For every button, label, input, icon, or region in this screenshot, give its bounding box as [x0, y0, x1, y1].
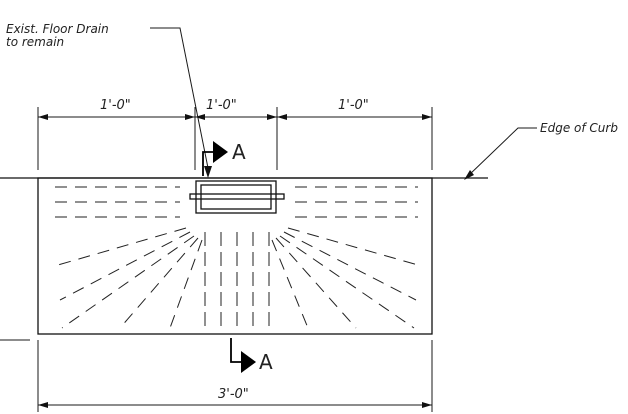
overall-dimension [37, 340, 433, 412]
drain-label-line2: to remain [6, 35, 64, 49]
section-letter-top: A [232, 140, 246, 164]
dimension-center: 1'-0" [206, 98, 237, 113]
slope-lines-right-horizontal [295, 186, 418, 218]
section-letter-bottom: A [259, 350, 273, 374]
slope-lines-right-fan [271, 227, 419, 329]
slope-lines-left-horizontal [55, 186, 180, 218]
dimension-right: 1'-0" [338, 98, 369, 113]
slab-outline [37, 177, 433, 335]
top-dimension-string [37, 107, 433, 170]
dimension-left: 1'-0" [100, 98, 131, 113]
curb-label: Edge of Curb [540, 121, 618, 135]
curb-leader-line [467, 127, 537, 177]
slope-lines-left-fan [57, 227, 203, 329]
drain-label-line1: Exist. Floor Drain [6, 22, 109, 36]
section-marker-top [202, 141, 228, 176]
slope-lines-center-vertical [204, 232, 270, 328]
section-marker-bottom [230, 338, 256, 373]
floor-drain [189, 180, 285, 214]
dimension-overall: 3'-0" [218, 387, 249, 402]
drain-leader-line [150, 27, 209, 169]
drain-leader-arrowhead [204, 166, 212, 178]
